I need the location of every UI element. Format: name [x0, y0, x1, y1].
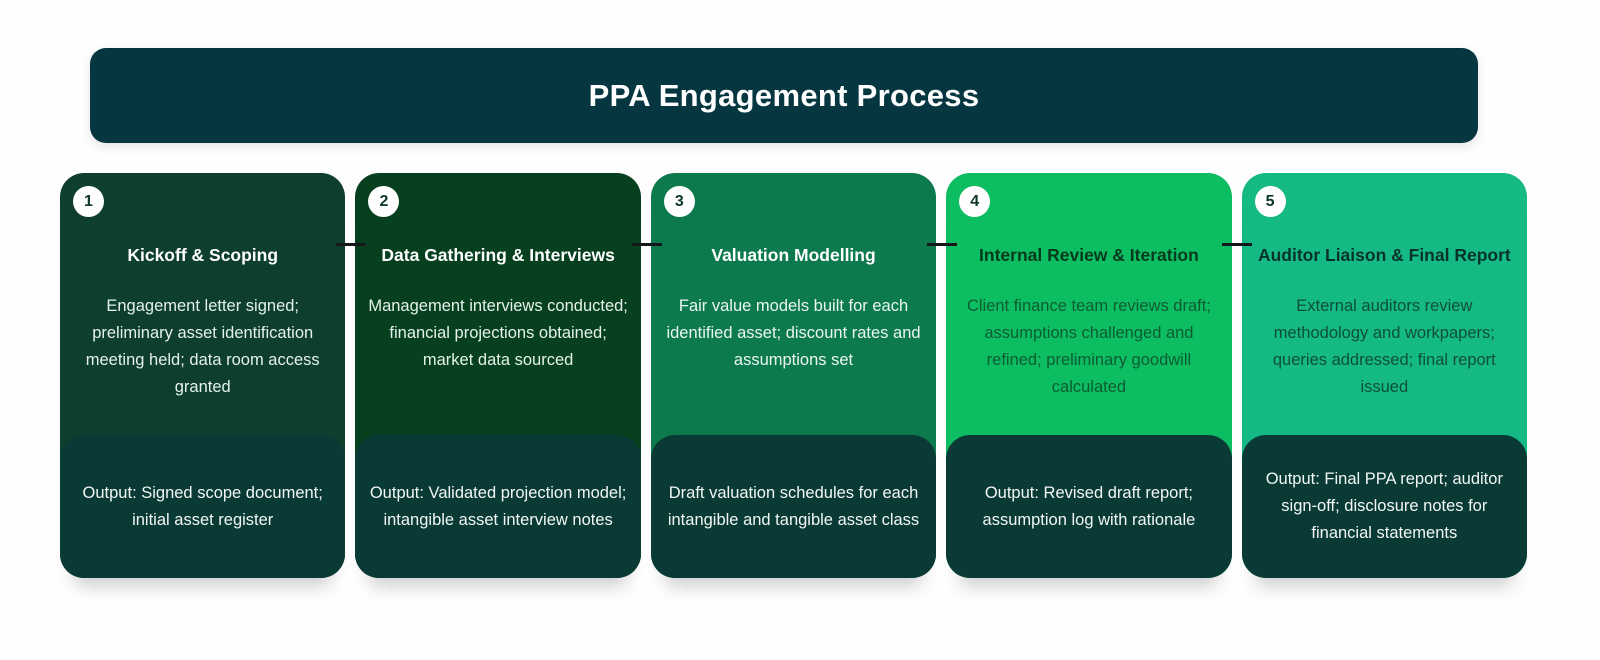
stage-card-3: 3 Valuation Modelling Fair value models … — [650, 173, 937, 578]
stage-card-4: 4 Internal Review & Iteration Client fin… — [946, 173, 1232, 578]
stage-card-5: 5 Auditor Liaison & Final Report Externa… — [1241, 173, 1528, 578]
stage-5-number: 5 — [1265, 192, 1275, 210]
stage-2-number: 2 — [379, 192, 389, 210]
stage-3-output: Draft valuation schedules for each intan… — [650, 435, 937, 578]
stage-card-2: 2 Data Gathering & Interviews Management… — [355, 173, 641, 578]
stage-1-number: 1 — [84, 192, 93, 210]
stage-5-title: Auditor Liaison & Final Report — [1257, 244, 1511, 265]
stage-2-output: Output: Validated projection model; inta… — [355, 435, 641, 578]
stage-5-output: Output: Final PPA report; auditor sign-o… — [1241, 435, 1528, 578]
stage-3-number-badge: 3 — [663, 186, 695, 217]
stage-1-title: Kickoff & Scoping — [127, 244, 279, 265]
stage-1-output: Output: Signed scope document; initial a… — [60, 435, 346, 578]
connector-line-4-5 — [1222, 243, 1252, 246]
connector-line-1-2 — [336, 243, 366, 246]
stage-4-description: Client finance team reviews draft; assum… — [966, 297, 1211, 396]
stage-2-description: Management interviews conducted; financi… — [368, 297, 628, 369]
stage-1-description: Engagement letter signed; preliminary as… — [85, 297, 320, 396]
diagram-header: PPA Engagement Process — [90, 48, 1478, 143]
stage-5-number-badge: 5 — [1254, 186, 1286, 217]
stage-4-number-badge: 4 — [959, 186, 991, 217]
stage-3-number: 3 — [674, 192, 684, 210]
connector-line-2-3 — [632, 243, 662, 246]
connector-line-3-4 — [927, 243, 957, 246]
stage-4-output: Output: Revised draft report; assumption… — [946, 435, 1232, 578]
stage-3-title: Valuation Modelling — [711, 244, 876, 265]
stages-row: 1 Kickoff & Scoping Engagement letter si… — [60, 173, 1528, 578]
page-title: PPA Engagement Process — [588, 77, 980, 113]
stage-card-1: 1 Kickoff & Scoping Engagement letter si… — [60, 173, 346, 578]
stage-4-number: 4 — [970, 192, 980, 210]
stage-3-description: Fair value models built for each identif… — [666, 297, 921, 369]
stage-1-number-badge: 1 — [73, 186, 104, 217]
stage-4-title: Internal Review & Iteration — [979, 244, 1199, 265]
stage-2-title: Data Gathering & Interviews — [381, 244, 615, 265]
stage-5-description: External auditors review methodology and… — [1272, 297, 1496, 396]
stage-2-number-badge: 2 — [368, 186, 400, 217]
